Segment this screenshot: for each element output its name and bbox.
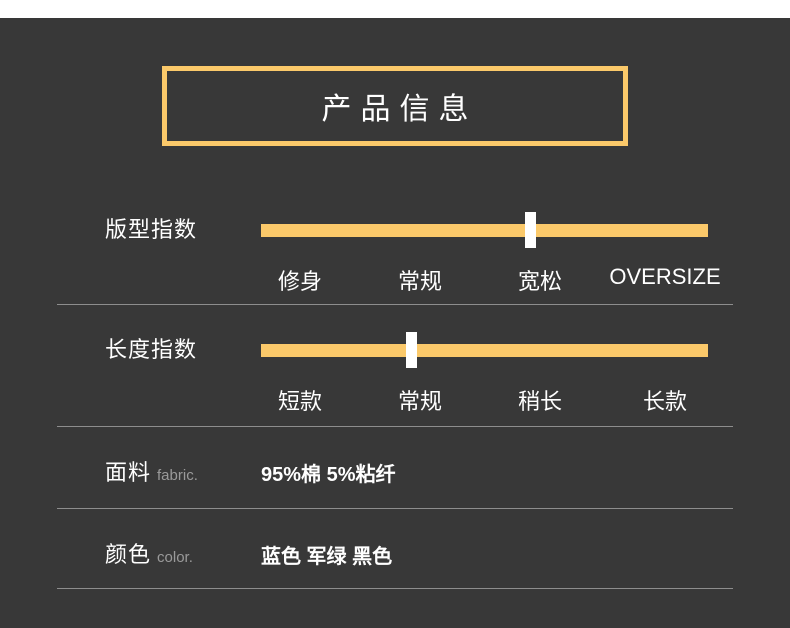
slider-tick-length-2[interactable]: 稍长 [517, 389, 562, 414]
row-value-color: 蓝色 军绿 黑色 [261, 546, 393, 568]
slider-tick-length-1[interactable]: 常规 [397, 389, 442, 414]
row-label-length-index-text: 长度指数 [105, 337, 198, 362]
slider-thumb-length-index[interactable] [406, 332, 417, 368]
slider-tick-fit-3[interactable]: OVERSIZE [609, 264, 721, 289]
slider-tick-length-0[interactable]: 短款 [277, 389, 322, 414]
row-label-fit-index-text: 版型指数 [105, 217, 198, 242]
slider-thumb-fit-index[interactable] [525, 212, 536, 248]
slider-tick-fit-0[interactable]: 修身 [277, 269, 322, 294]
row-sublabel-fabric: fabric. [157, 467, 198, 484]
row-label-length-index: 长度指数 [105, 332, 197, 364]
row-label-color-text: 颜色 [105, 542, 152, 567]
page-title-box: 产品信息 [162, 66, 628, 146]
row-divider-1 [57, 304, 733, 305]
top-white-strip [0, 0, 790, 18]
row-value-fabric: 95%棉 5%粘纤 [261, 464, 396, 486]
slider-track-fit-index[interactable] [261, 212, 708, 248]
slider-tick-length-3[interactable]: 长款 [642, 389, 687, 414]
row-sublabel-color: color. [157, 549, 193, 566]
row-label-fabric: 面料 fabric. [105, 455, 198, 487]
slider-ticks-length-index: 短款 常规 稍长 长款 [240, 384, 730, 416]
product-info-panel: 产品信息 版型指数 修身 常规 宽松 OVERSIZE 长度指数 短款 常规 稍… [0, 18, 790, 628]
slider-tick-fit-1[interactable]: 常规 [397, 269, 442, 294]
slider-tick-fit-2[interactable]: 宽松 [517, 269, 562, 294]
page-title: 产品信息 [321, 93, 478, 126]
row-label-color: 颜色 color. [105, 537, 193, 569]
row-divider-2 [57, 426, 733, 427]
slider-track-length-index[interactable] [261, 332, 708, 368]
row-divider-4 [57, 588, 733, 589]
row-divider-3 [57, 508, 733, 509]
slider-ticks-fit-index: 修身 常规 宽松 OVERSIZE [240, 264, 730, 296]
row-label-fabric-text: 面料 [105, 460, 152, 485]
row-label-fit-index: 版型指数 [105, 212, 197, 244]
